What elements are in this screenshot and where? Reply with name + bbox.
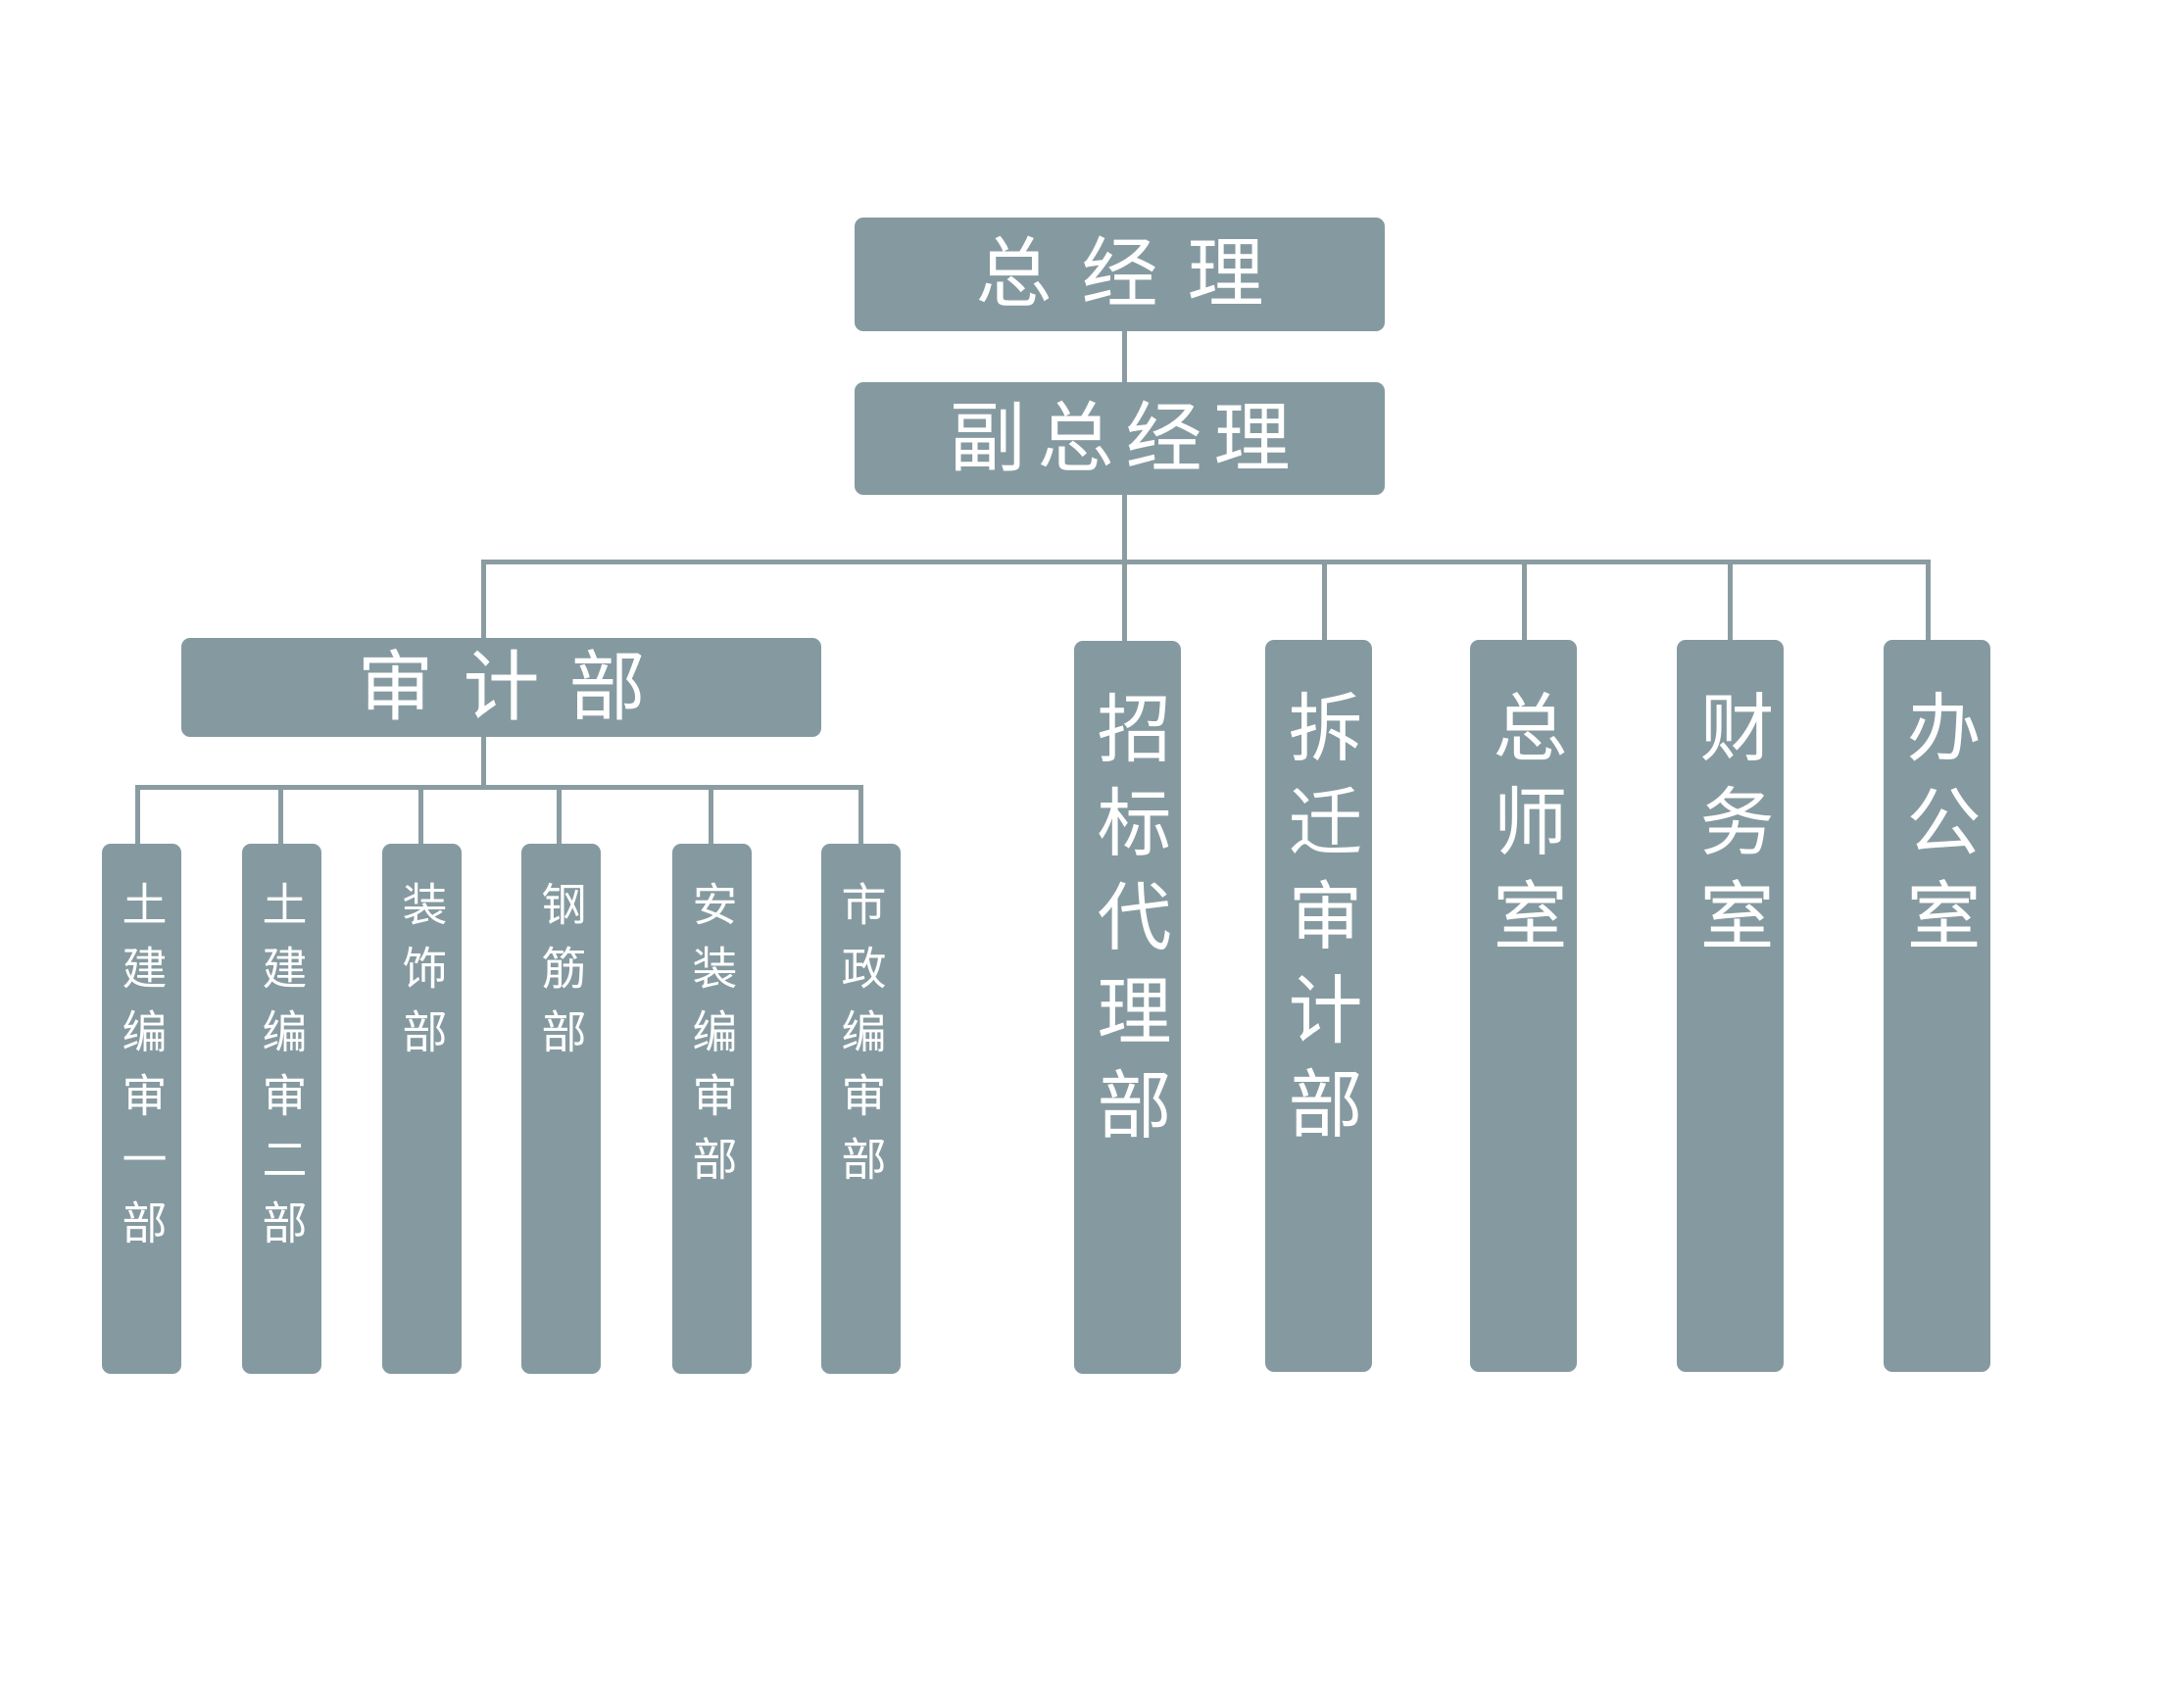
- audit-dept-box: 审计部: [181, 638, 821, 737]
- connector-drop-sub-3: [418, 785, 423, 846]
- connector-drop-sub-1: [135, 785, 140, 846]
- dept-label: 办公室: [1893, 689, 1982, 971]
- connector-ceo-deputy: [1122, 331, 1127, 384]
- ceo-box: 总经理: [855, 218, 1385, 331]
- connector-drop-sub-2: [278, 785, 283, 846]
- connector-drop-dept-1: [1122, 560, 1127, 643]
- audit-subunit-box: 土建编审一部: [102, 844, 181, 1374]
- connector-drop-sub-5: [709, 785, 713, 846]
- audit-subunit-box: 土建编审二部: [242, 844, 321, 1374]
- deputy-label: 副总经理: [949, 394, 1302, 483]
- connector-main-bus: [481, 560, 1931, 564]
- audit-subunit-label: 土建编审二部: [255, 881, 309, 1263]
- audit-subunit-box: 装饰部: [382, 844, 462, 1374]
- connector-drop-dept-3: [1522, 560, 1527, 642]
- dept-label: 拆迁审计部: [1275, 689, 1363, 1159]
- dept-box: 拆迁审计部: [1265, 640, 1372, 1372]
- ceo-label: 总经理: [975, 230, 1294, 318]
- audit-subunit-label: 安装编审部: [685, 881, 739, 1199]
- connector-audit-bus: [481, 737, 486, 788]
- dept-label: 财务室: [1687, 689, 1775, 971]
- audit-subunit-box: 市政编审部: [821, 844, 901, 1374]
- dept-label: 招标代理部: [1084, 690, 1172, 1160]
- connector-drop-sub-4: [557, 785, 562, 846]
- connector-sub-bus: [135, 785, 863, 790]
- audit-subunit-label: 钢筋部: [534, 881, 588, 1072]
- connector-drop-dept-4: [1728, 560, 1733, 642]
- connector-deputy-bus: [1122, 495, 1127, 561]
- connector-drop-sub-6: [858, 785, 863, 846]
- audit-subunit-label: 市政编审部: [834, 881, 888, 1199]
- connector-drop-dept-5: [1926, 560, 1931, 642]
- deputy-box: 副总经理: [855, 382, 1385, 495]
- audit-subunit-label: 土建编审一部: [115, 881, 169, 1263]
- audit-dept-label: 审计部: [357, 643, 675, 732]
- audit-subunit-box: 钢筋部: [521, 844, 601, 1374]
- dept-label: 总师室: [1480, 689, 1568, 971]
- connector-drop-dept-2: [1322, 560, 1327, 642]
- dept-box: 办公室: [1884, 640, 1990, 1372]
- dept-box: 财务室: [1677, 640, 1784, 1372]
- audit-subunit-label: 装饰部: [395, 881, 449, 1072]
- connector-drop-audit: [481, 560, 486, 640]
- audit-subunit-box: 安装编审部: [672, 844, 752, 1374]
- dept-box: 招标代理部: [1074, 641, 1181, 1374]
- dept-box: 总师室: [1470, 640, 1577, 1372]
